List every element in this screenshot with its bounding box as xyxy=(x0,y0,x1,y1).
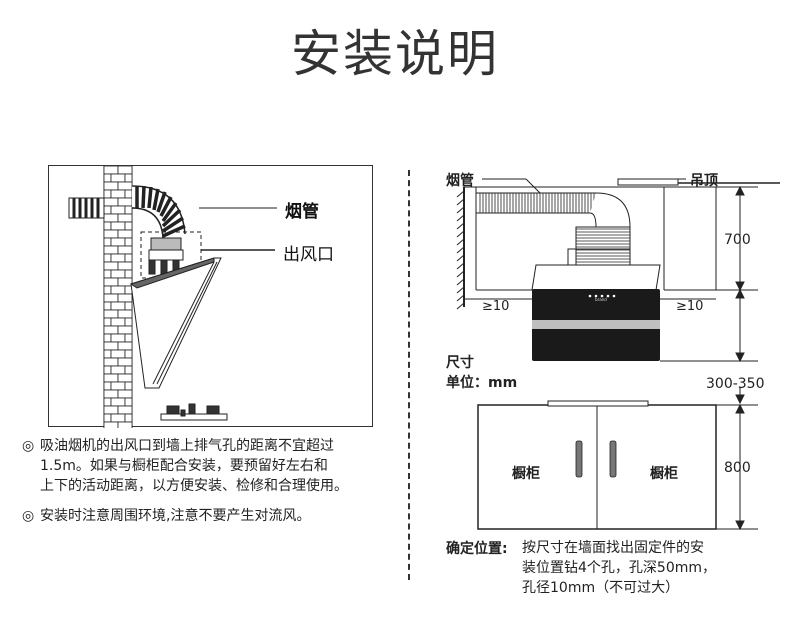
flex-duct xyxy=(131,185,186,239)
dim-300-350: 300-350 xyxy=(706,376,765,392)
label-ceiling: 吊顶 xyxy=(690,173,718,189)
note-1-line-3: 上下的活动距离，以方便安装、检修和合理使用。 xyxy=(40,478,348,494)
cabinet-right-label: 橱柜 xyxy=(650,466,678,482)
duct-horizontal xyxy=(475,192,597,214)
position-label: 确定位置: xyxy=(446,541,508,557)
base-cabinet xyxy=(477,400,717,530)
hood-brand: brand xyxy=(595,297,607,302)
duct-stub xyxy=(68,197,105,219)
gap-right-label: ≥10 xyxy=(676,299,704,314)
position-line-3: 孔径10mm（不可过大） xyxy=(522,580,680,596)
front-view-illustration: brand xyxy=(456,178,780,531)
duct-vertical xyxy=(575,192,631,270)
note-1: ◎ 吸油烟机的出风口到墙上排气孔的距离不宜超过 1.5m。如果与橱柜配合安装，要预… xyxy=(22,436,402,496)
range-hood xyxy=(129,257,222,389)
label-pipe-right: 烟管 xyxy=(446,173,474,189)
upper-cabinet xyxy=(464,186,717,291)
label-pipe-left: 烟管 xyxy=(285,202,319,222)
gap-left-label: ≥10 xyxy=(482,299,510,314)
position-line-2: 装位置钻4个孔，孔深50mm， xyxy=(522,560,716,576)
position-line-1: 按尺寸在墙面找出固定件的安 xyxy=(522,540,704,556)
dim-800: 800 xyxy=(724,460,751,476)
dim-700: 700 xyxy=(724,232,751,248)
brick-wall xyxy=(103,165,133,431)
dimension-lines xyxy=(660,185,758,531)
range-hood-front xyxy=(531,264,661,361)
cabinet-left-label: 橱柜 xyxy=(512,466,540,482)
gas-stove xyxy=(160,403,228,421)
page-title: 安装说明 xyxy=(291,25,499,83)
ceiling-panel xyxy=(617,178,679,186)
note-2-line-1: 安装时注意周围环境,注意不要产生对流风。 xyxy=(40,508,311,524)
label-outlet: 出风口 xyxy=(283,245,334,265)
side-view-diagram: 烟管 出风口 xyxy=(48,165,373,431)
note-1-line-2: 1.5m。如果与橱柜配合安装，要预留好左右和 xyxy=(40,458,328,474)
unit-line-2: 单位：mm xyxy=(446,375,518,391)
side-view-illustration xyxy=(68,165,277,431)
left-wall xyxy=(456,187,465,310)
position-text: 按尺寸在墙面找出固定件的安 装位置钻4个孔，孔深50mm， 孔径10mm（不可过… xyxy=(522,538,782,598)
note-1-line-1: 吸油烟机的出风口到墙上排气孔的距离不宜超过 xyxy=(40,438,334,454)
note-2: ◎ 安装时注意周围环境,注意不要产生对流风。 xyxy=(22,506,402,526)
dashed-divider xyxy=(408,170,410,580)
outlet-assembly xyxy=(148,237,184,275)
cabinet-handles xyxy=(575,440,617,478)
note-1-mark: ◎ xyxy=(22,438,35,454)
unit-line-1: 尺寸 xyxy=(446,355,474,371)
note-2-mark: ◎ xyxy=(22,508,35,524)
